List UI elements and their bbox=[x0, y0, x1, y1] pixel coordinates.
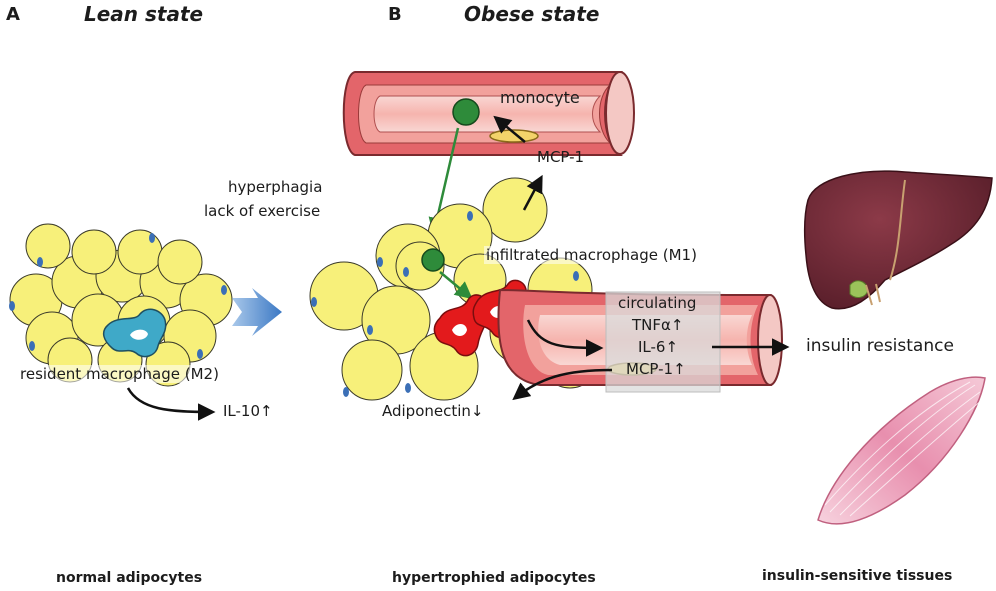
mcp1-attract-arrow bbox=[493, 115, 526, 143]
adiponectin-label: Adiponectin↓ bbox=[382, 402, 484, 420]
liver-icon bbox=[803, 170, 993, 310]
caption-normal-adipocytes: normal adipocytes bbox=[56, 570, 203, 586]
monocyte-differentiation-arrow bbox=[439, 271, 473, 300]
caption-hypertrophied-adipocytes: hypertrophied adipocytes bbox=[392, 570, 596, 586]
panel-b-title: Obese state bbox=[464, 2, 600, 26]
il10-arrow bbox=[126, 387, 216, 421]
obese-adipocyte-nucleus bbox=[405, 383, 411, 393]
obese-adipocyte-nucleus bbox=[377, 257, 383, 267]
tnfa-label: TNFα↑ bbox=[632, 316, 684, 334]
lean-adipocyte-nucleus bbox=[29, 341, 35, 351]
lean-adipocyte-cluster bbox=[9, 223, 233, 387]
obese-adipocyte-nucleus bbox=[467, 211, 473, 221]
obese-adipocyte-nucleus bbox=[403, 267, 409, 277]
lean-adipocyte-nucleus bbox=[149, 233, 155, 243]
il6-label: IL-6↑ bbox=[638, 338, 679, 356]
lack-of-exercise-label: lack of exercise bbox=[204, 202, 321, 220]
lean-adipocyte bbox=[117, 229, 163, 275]
lean-adipocyte bbox=[157, 239, 203, 285]
panel-b-letter: B bbox=[388, 4, 402, 25]
caption-insulin-sensitive-tissues: insulin-sensitive tissues bbox=[762, 568, 953, 584]
lean-adipocyte-nucleus bbox=[9, 301, 15, 311]
lean-adipocyte bbox=[25, 223, 71, 269]
lean-adipocyte-nucleus bbox=[197, 349, 203, 359]
resident-macrophage-label: resident macrophage (M2) bbox=[18, 365, 221, 383]
monocyte-label: monocyte bbox=[500, 88, 580, 107]
obese-adipocyte-nucleus bbox=[343, 387, 349, 397]
lean-adipocyte-nucleus bbox=[37, 257, 43, 267]
circulating-box bbox=[605, 291, 721, 393]
mcp1-up-arrow bbox=[522, 174, 543, 211]
obese-adipocyte bbox=[482, 177, 548, 243]
lean-adipocyte-nucleus bbox=[221, 285, 227, 295]
lean-adipocyte bbox=[71, 229, 117, 275]
panel-a-letter: A bbox=[6, 4, 20, 25]
insulin-resistance-label: insulin resistance bbox=[806, 336, 954, 356]
obese-adipocyte bbox=[341, 339, 403, 401]
infiltrated-macrophage-label: infiltrated macrophage (M1) bbox=[484, 246, 699, 264]
muscle-icon bbox=[817, 376, 986, 525]
transition-arrow bbox=[232, 288, 282, 336]
il10-label: IL-10↑ bbox=[223, 402, 273, 420]
top-blood-vessel bbox=[342, 71, 635, 156]
mcp1-top-label: MCP-1 bbox=[537, 148, 585, 166]
circulating-label: circulating bbox=[618, 294, 697, 312]
adiponectin-arrow bbox=[512, 368, 613, 401]
hyperphagia-label: hyperphagia bbox=[228, 178, 323, 196]
mcp1-circ-label: MCP-1↑ bbox=[626, 360, 686, 378]
obese-adipocyte-nucleus bbox=[367, 325, 373, 335]
infiltrating-monocyte bbox=[421, 248, 445, 272]
monocyte-cell bbox=[452, 98, 480, 126]
panel-a-title: Lean state bbox=[84, 2, 204, 26]
obese-adipocyte-nucleus bbox=[311, 297, 317, 307]
side-blood-vessel bbox=[497, 288, 783, 393]
m1-to-vessel-arrow bbox=[526, 319, 604, 357]
obese-adipocyte-nucleus bbox=[573, 271, 579, 281]
